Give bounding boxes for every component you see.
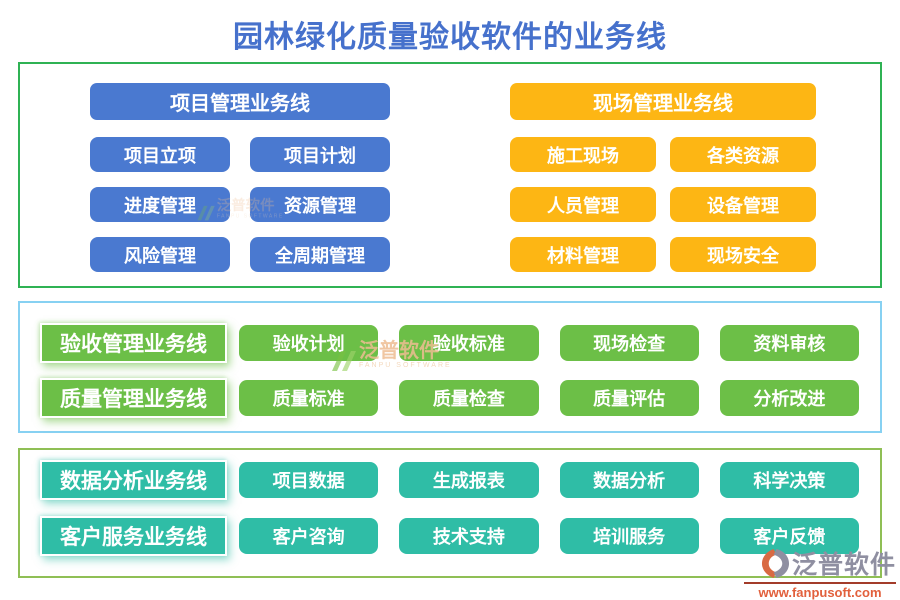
data-analysis-row: 数据分析业务线 项目数据 生成报表 数据分析 科学决策 [40, 458, 880, 502]
site-group-header: 现场管理业务线 [510, 83, 816, 120]
service-item-chip[interactable]: 技术支持 [399, 518, 539, 554]
quality-item-chip[interactable]: 质量检查 [399, 380, 539, 416]
project-item-chip[interactable]: 项目立项 [90, 137, 230, 172]
vendor-name: 泛普软件 [791, 551, 896, 579]
project-group-header: 项目管理业务线 [90, 83, 390, 120]
section-top-management: 项目管理业务线 项目立项 项目计划 进度管理 资源管理 风险管理 全周期管理 现… [18, 62, 882, 288]
project-item-chip[interactable]: 进度管理 [90, 187, 230, 222]
acceptance-row: 验收管理业务线 验收计划 验收标准 现场检查 资料审核 [40, 321, 880, 365]
customer-service-row: 客户服务业务线 客户咨询 技术支持 培训服务 客户反馈 [40, 514, 880, 558]
acceptance-item-chip[interactable]: 资料审核 [719, 325, 860, 361]
service-item-chip[interactable]: 客户咨询 [239, 518, 379, 554]
data-item-chip[interactable]: 数据分析 [559, 462, 699, 498]
site-item-chip[interactable]: 材料管理 [510, 237, 656, 272]
data-item-chip[interactable]: 科学决策 [719, 462, 860, 498]
project-management-group: 项目管理业务线 项目立项 项目计划 进度管理 资源管理 风险管理 全周期管理 [90, 83, 390, 272]
site-management-group: 现场管理业务线 施工现场 各类资源 人员管理 设备管理 材料管理 现场安全 [510, 83, 816, 272]
project-item-chip[interactable]: 项目计划 [250, 137, 390, 172]
data-item-chip[interactable]: 生成报表 [399, 462, 539, 498]
project-item-chip[interactable]: 全周期管理 [250, 237, 390, 272]
service-item-chip[interactable]: 客户反馈 [719, 518, 860, 554]
page-title: 园林绿化质量验收软件的业务线 [233, 21, 667, 54]
vendor-url: www.fanpusoft.com [744, 582, 896, 600]
site-item-chip[interactable]: 各类资源 [670, 137, 816, 172]
site-item-chip[interactable]: 施工现场 [510, 137, 656, 172]
quality-row: 质量管理业务线 质量标准 质量检查 质量评估 分析改进 [40, 376, 880, 420]
site-item-chip[interactable]: 人员管理 [510, 187, 656, 222]
data-item-chip[interactable]: 项目数据 [239, 462, 379, 498]
site-item-chip[interactable]: 设备管理 [670, 187, 816, 222]
data-analysis-row-label: 数据分析业务线 [40, 460, 228, 500]
acceptance-item-chip[interactable]: 验收标准 [399, 325, 539, 361]
site-item-chip[interactable]: 现场安全 [670, 237, 816, 272]
project-item-chip[interactable]: 资源管理 [250, 187, 390, 222]
section-acceptance-quality: 验收管理业务线 验收计划 验收标准 现场检查 资料审核 质量管理业务线 质量标准… [18, 301, 882, 433]
quality-item-chip[interactable]: 质量标准 [239, 380, 379, 416]
acceptance-row-label: 验收管理业务线 [40, 323, 228, 363]
acceptance-item-chip[interactable]: 现场检查 [559, 325, 699, 361]
quality-row-label: 质量管理业务线 [40, 378, 228, 418]
vendor-logo: 泛普软件 www.fanpusoft.com [744, 545, 896, 600]
site-items-grid: 施工现场 各类资源 人员管理 设备管理 材料管理 现场安全 [510, 137, 816, 272]
quality-item-chip[interactable]: 质量评估 [559, 380, 699, 416]
fanpu-logo-icon [761, 548, 790, 578]
acceptance-item-chip[interactable]: 验收计划 [239, 325, 379, 361]
section-data-service: 数据分析业务线 项目数据 生成报表 数据分析 科学决策 客户服务业务线 客户咨询… [18, 448, 882, 578]
project-items-grid: 项目立项 项目计划 进度管理 资源管理 风险管理 全周期管理 [90, 137, 390, 272]
service-item-chip[interactable]: 培训服务 [559, 518, 699, 554]
quality-item-chip[interactable]: 分析改进 [719, 380, 860, 416]
customer-service-row-label: 客户服务业务线 [40, 516, 228, 556]
project-item-chip[interactable]: 风险管理 [90, 237, 230, 272]
